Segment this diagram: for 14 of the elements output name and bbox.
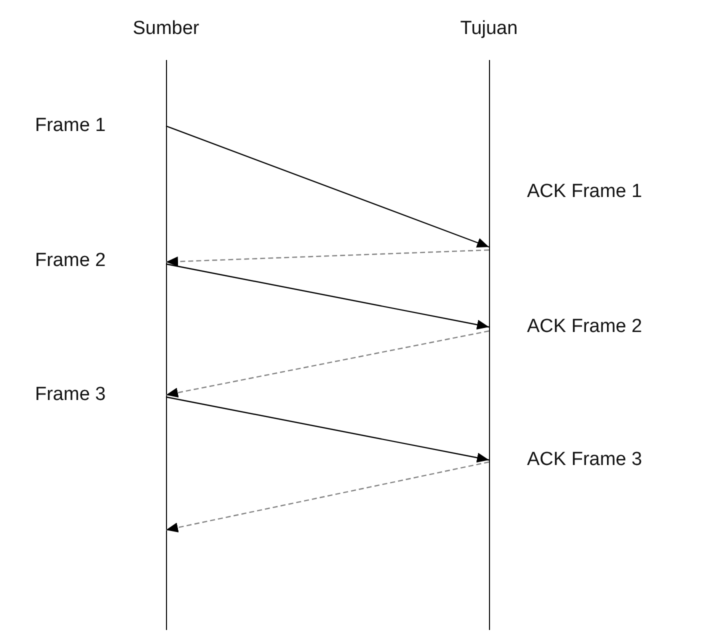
frame-label: Frame 1	[35, 115, 106, 137]
message-arrow	[166, 263, 490, 330]
frame-label: ACK Frame 1	[527, 181, 642, 203]
message-arrow	[166, 249, 490, 267]
frame-label: Frame 3	[35, 384, 106, 406]
message-arrow	[166, 125, 490, 248]
message-arrow	[166, 461, 490, 532]
frame-label: ACK Frame 2	[527, 316, 642, 338]
frame-label: Frame 2	[35, 250, 106, 272]
lifeline-heading: Tujuan	[460, 17, 518, 41]
frame-label: ACK Frame 3	[527, 449, 642, 471]
message-arrow	[166, 330, 490, 398]
lifeline-heading: Sumber	[132, 17, 200, 41]
message-arrow	[166, 396, 490, 463]
